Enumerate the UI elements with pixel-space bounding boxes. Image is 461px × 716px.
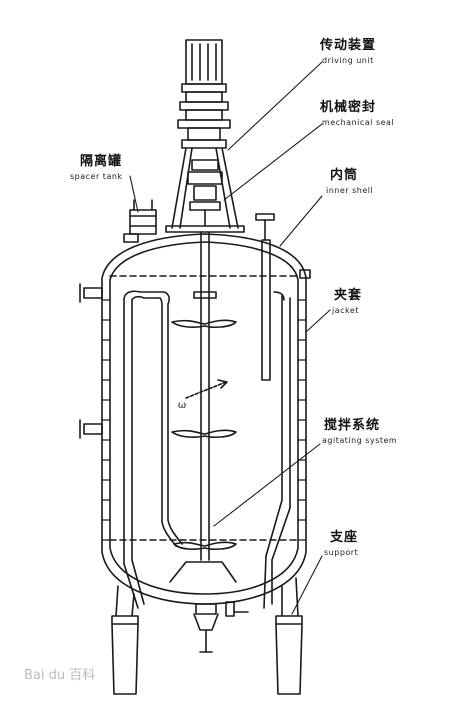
label-inner-shell-en: inner shell [326,186,374,195]
omega-symbol: ω [178,400,186,411]
driving-unit [177,39,231,149]
thermometer-tube [255,213,275,381]
label-agitating-system-en: agitating system [322,436,398,445]
support-legs [111,577,303,695]
label-spacer-tank-en: spacer tank [70,172,123,181]
mechanical-seal [187,159,223,227]
label-inner-shell-zh: 内筒 [330,168,359,183]
label-driving-unit-zh: 传动装置 [320,38,377,53]
inner-shell [109,275,299,541]
spacer-tank [123,199,157,243]
label-agitating-system-zh: 搅拌系统 [324,418,381,433]
watermark: Bai du 百科 [24,668,96,683]
agitating-system [171,231,237,561]
label-mechanical-seal-zh: 机械密封 [320,100,377,115]
label-spacer-tank-zh: 隔离罐 [80,154,123,169]
label-support-en: support [324,548,359,557]
label-jacket-zh: 夹套 [334,288,363,303]
label-driving-unit-en: driving unit [322,56,374,65]
leader-lines [129,61,331,615]
label-jacket-en: jacket [332,306,359,315]
internal-coil [123,290,291,609]
bottom-discharge [169,561,249,653]
label-mechanical-seal-en: mechanical seal [322,118,395,127]
label-support-zh: 支座 [330,530,359,545]
